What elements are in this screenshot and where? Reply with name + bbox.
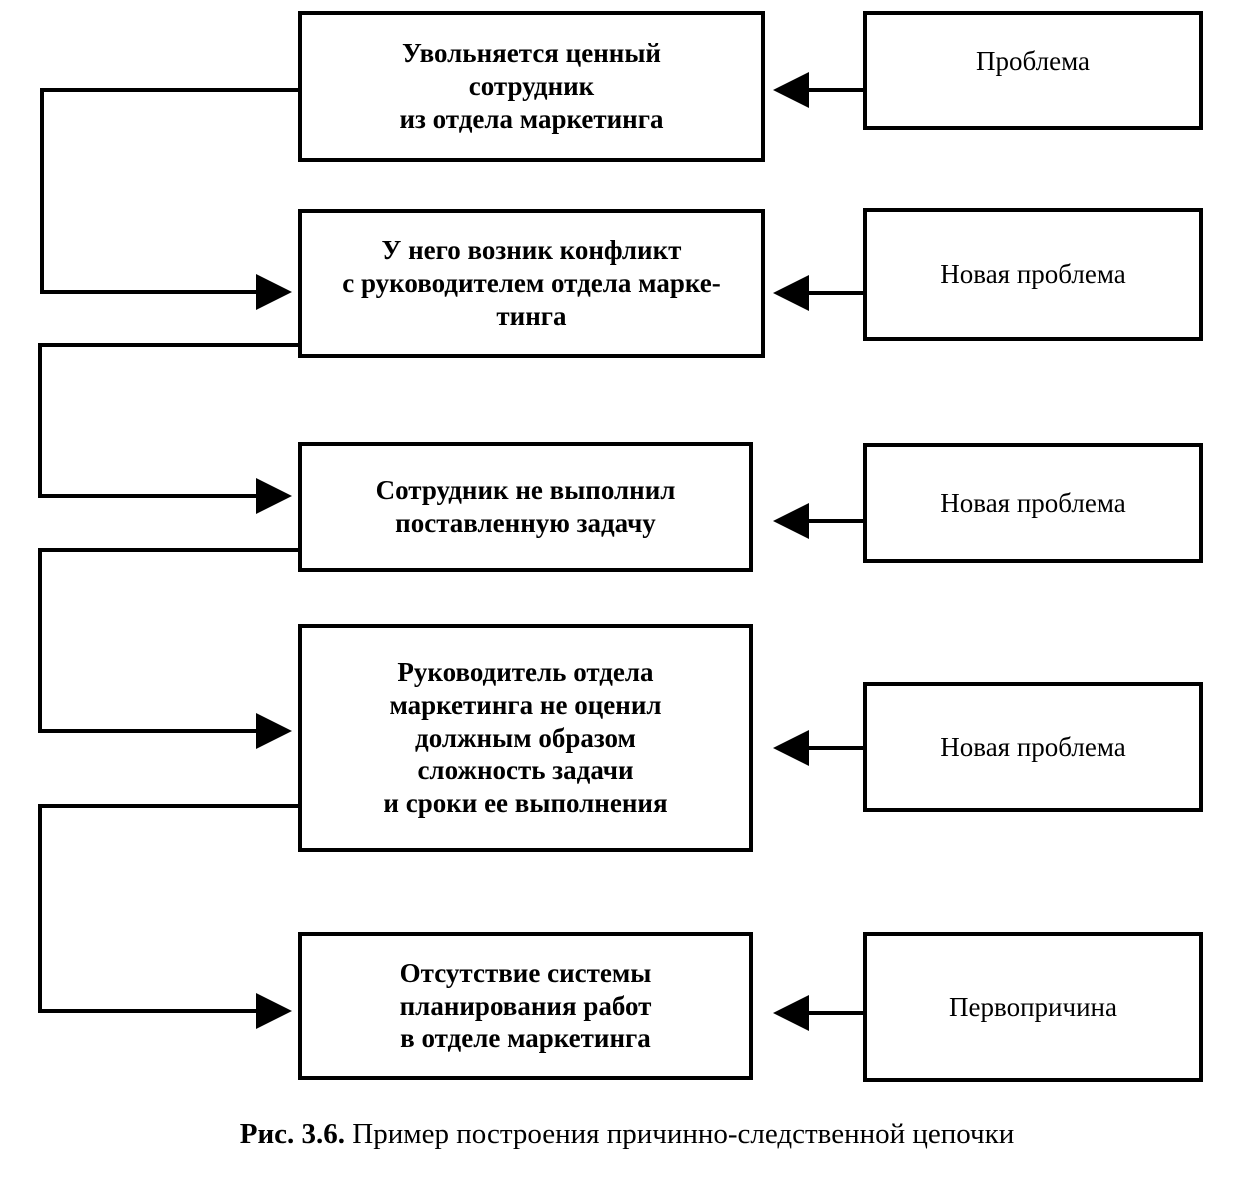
figure-caption: Рис. 3.6. Пример построения причинно-сле… — [0, 1118, 1254, 1151]
label-box-new-problem-3-text: Новая проблема — [940, 731, 1126, 762]
connector-node1-to-node2 — [40, 88, 298, 310]
label-box-problem[interactable]: Проблема — [863, 11, 1203, 130]
chain-node-3-text: Сотрудник не выполнил поставленную задач… — [375, 475, 676, 538]
chain-node-1-text: Увольняется ценный сотрудник из отдела м… — [399, 38, 664, 134]
chain-node-2[interactable]: У него возник конфликт с руководителем о… — [298, 209, 765, 358]
figure-caption-text: Пример построения причинно-следственной … — [352, 1118, 1015, 1150]
chain-node-2-text: У него возник конфликт с руководителем о… — [342, 235, 721, 331]
label-box-new-problem-3[interactable]: Новая проблема — [863, 682, 1203, 812]
label-box-problem-text: Проблема — [976, 46, 1090, 76]
connector-node2-to-node3 — [38, 343, 298, 514]
chain-node-1[interactable]: Увольняется ценный сотрудник из отдела м… — [298, 11, 765, 162]
label-box-root-cause-text: Первопричина — [949, 991, 1117, 1022]
chain-node-4[interactable]: Руководитель отдела маркетинга не оценил… — [298, 624, 753, 852]
label-box-new-problem-1-text: Новая проблема — [940, 259, 1126, 290]
chain-node-5[interactable]: Отсутствие системы планирования работ в … — [298, 932, 753, 1080]
label-box-new-problem-1[interactable]: Новая проблема — [863, 208, 1203, 341]
connector-node4-to-node5 — [38, 804, 298, 1029]
label-box-new-problem-2-text: Новая проблема — [940, 487, 1126, 518]
chain-node-4-text: Руководитель отдела маркетинга не оценил… — [383, 656, 668, 819]
label-box-root-cause[interactable]: Первопричина — [863, 932, 1203, 1082]
chain-node-5-text: Отсутствие системы планирования работ в … — [399, 957, 652, 1054]
chain-node-3[interactable]: Сотрудник не выполнил поставленную задач… — [298, 442, 753, 572]
figure-caption-number: Рис. 3.6. — [239, 1118, 346, 1150]
label-box-new-problem-2[interactable]: Новая проблема — [863, 443, 1203, 563]
connector-node3-to-node4 — [38, 548, 298, 749]
